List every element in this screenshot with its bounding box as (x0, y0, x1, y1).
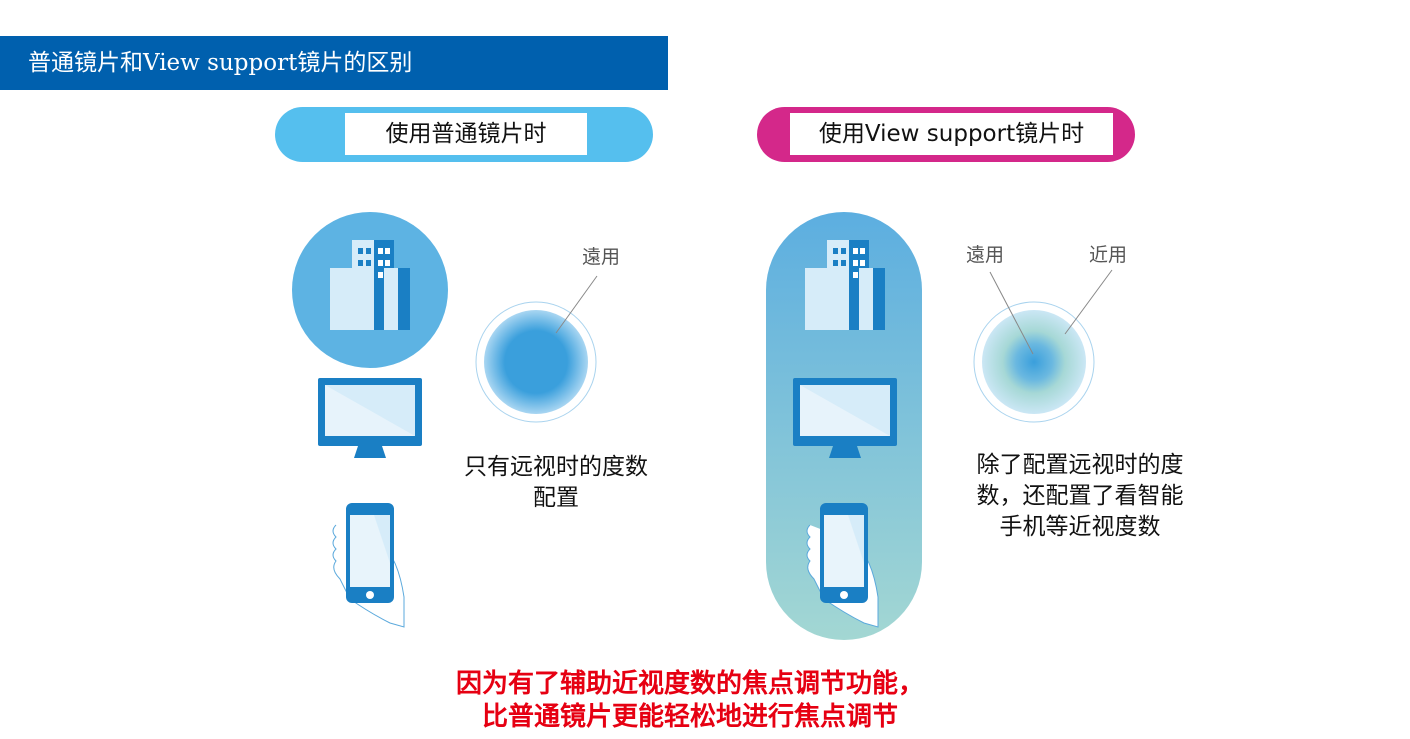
right-description: 除了配置远视时的度 数，还配置了看智能 手机等近视度数 (950, 450, 1210, 543)
right-description-line: 手机等近视度数 (999, 514, 1161, 540)
conclusion: 因为有了辅助近视度数的焦点调节功能， 比普通镜片更能轻松地进行焦点调节 (300, 668, 1080, 734)
left-description-line: 只有远视时的度数 (464, 454, 648, 480)
right-heading-pill: 使用View support镜片时 (757, 107, 1135, 162)
left-description-line: 配置 (533, 485, 579, 511)
right-near-label: 近用 (1089, 244, 1128, 266)
right-description-line: 数，还配置了看智能 (976, 483, 1184, 509)
conclusion-line: 因为有了辅助近视度数的焦点调节功能， (455, 669, 924, 699)
left-heading: 使用普通镜片时 (345, 113, 587, 155)
right-heading: 使用View support镜片时 (790, 113, 1113, 155)
left-icons (292, 212, 448, 628)
right-lens (973, 269, 1113, 423)
right-icons (766, 212, 922, 640)
left-lens (475, 275, 598, 423)
right-far-label: 遠用 (966, 244, 1005, 266)
right-description-line: 除了配置远视时的度 (976, 452, 1184, 478)
monitor-icon (793, 378, 897, 458)
conclusion-line: 比普通镜片更能轻松地进行焦点调节 (481, 702, 898, 732)
smartphone-hand-icon (332, 502, 405, 628)
slide-title: 普通镜片和View support镜片的区别 (0, 36, 668, 90)
left-heading-pill: 使用普通镜片时 (275, 107, 653, 162)
left-far-label: 遠用 (582, 246, 621, 268)
monitor-icon (318, 378, 422, 458)
left-description: 只有远视时的度数 配置 (436, 452, 676, 514)
